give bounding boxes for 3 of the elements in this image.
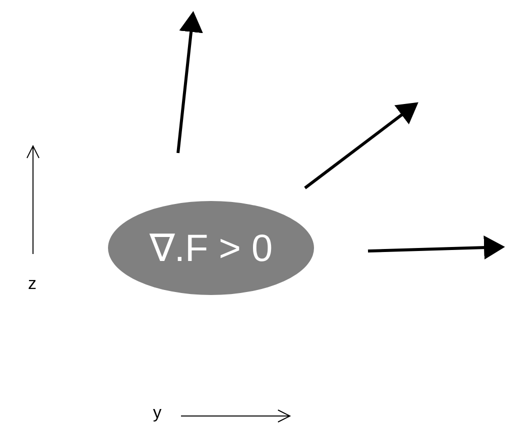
axis-label: z	[28, 274, 36, 294]
axis-label: y	[153, 403, 162, 423]
divergence-formula: ∇.F > 0	[149, 226, 273, 270]
